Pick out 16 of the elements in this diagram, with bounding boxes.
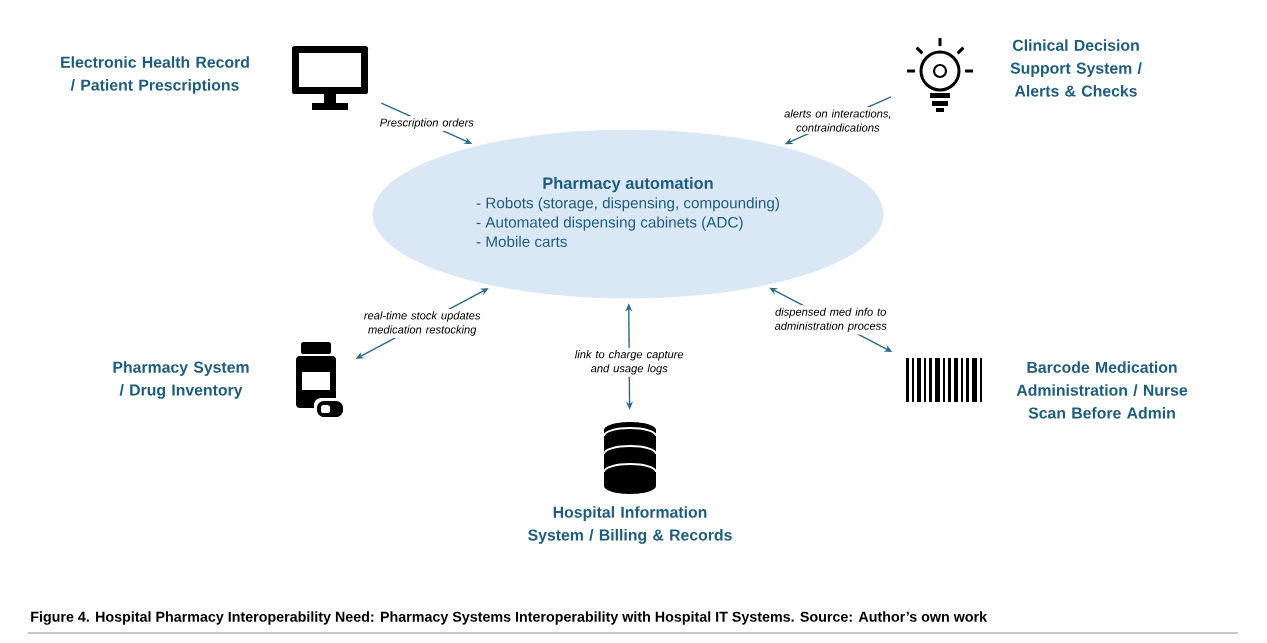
caption: Figure 4. Hospital Pharmacy Interoperability Need: Pharmacy Systems Interoperability with Hospital IT Systems. Source: Author’s own work [31, 611, 988, 625]
edge-label: link to charge capture and usage logs [575, 350, 684, 375]
barcode-icon [906, 358, 982, 402]
database-icon [603, 422, 657, 494]
system-label: Electronic Health Record / Patient Prescriptions [61, 56, 249, 94]
medicine-bottle-icon [296, 342, 346, 420]
system-label: Hospital Information System / Billing & Records [528, 506, 732, 544]
edge-label: real-time stock updates medication restocking [364, 311, 481, 336]
system-label: Clinical Decision Support System / Alerts & Checks [1010, 39, 1142, 97]
system-label: Pharmacy System / Drug Inventory [113, 361, 249, 399]
edge-label: alerts on interactions, contraindications [784, 109, 891, 132]
system-label: Barcode Medication Administration / Nurse Scan Before Admin [1016, 361, 1188, 419]
edge-label: dispensed med info to administration process [774, 307, 887, 333]
edge-label: Prescription orders [380, 118, 474, 129]
monitor-icon [292, 46, 368, 110]
lightbulb-icon [907, 38, 973, 112]
